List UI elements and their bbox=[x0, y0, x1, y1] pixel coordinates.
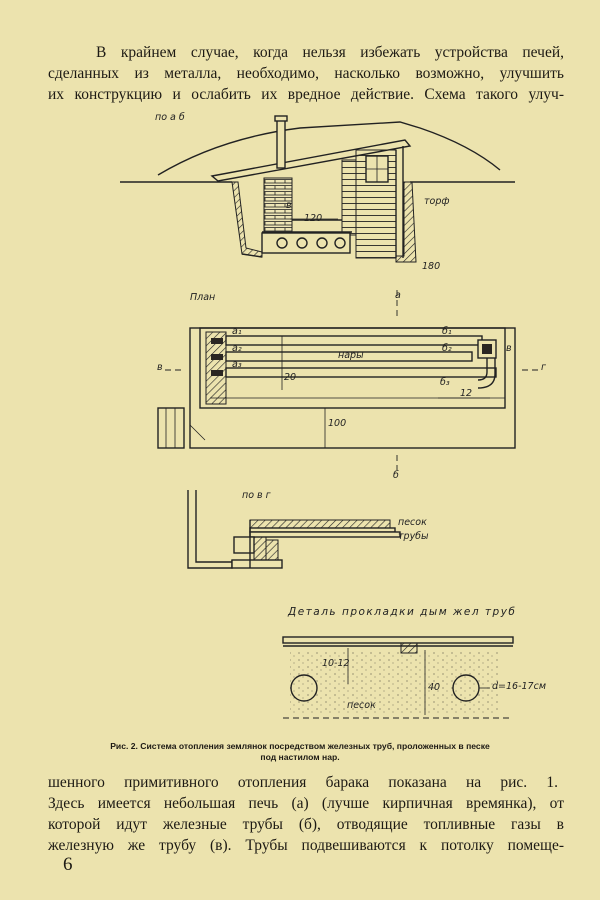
pipe-detail bbox=[282, 636, 514, 719]
pipe-label-b2: б₂ bbox=[442, 343, 452, 354]
paragraph-top: В крайнем случае, когда нельзя избежать … bbox=[48, 42, 564, 105]
section-ab-label: по а б bbox=[155, 112, 185, 123]
page-number: 6 bbox=[63, 854, 73, 875]
caption-line: Рис. 2. Система отопления землянок посре… bbox=[110, 741, 490, 751]
label-pesok-detail: песок bbox=[347, 700, 376, 711]
plan-view bbox=[157, 290, 538, 470]
paragraph-bottom: шенного примитивного отопления барака по… bbox=[48, 772, 564, 856]
label-12: 12 bbox=[460, 388, 473, 399]
label-pesok: песок bbox=[398, 517, 427, 528]
label-torf: торф bbox=[424, 196, 450, 207]
text-line: сделанных из металла, необходимо, наскол… bbox=[48, 65, 564, 82]
section-vg-label: по в г bbox=[242, 490, 271, 501]
label-10-12: 10-12 bbox=[322, 658, 350, 669]
label-v-box: в bbox=[506, 343, 512, 354]
detail-title: Деталь прокладки дым жел труб bbox=[288, 606, 517, 618]
label-g-right: г bbox=[541, 362, 546, 373]
section-vg bbox=[187, 490, 401, 569]
label-120: 120 bbox=[304, 213, 323, 224]
label-diameter: d=16-17см bbox=[492, 681, 546, 692]
label-20: 20 bbox=[284, 372, 297, 383]
pipe-label-a1: а₁ bbox=[232, 326, 242, 337]
text-line: шенного примитивного отопления барака по… bbox=[48, 774, 558, 791]
text-line: которой идут железные трубы (б), отводящ… bbox=[48, 816, 564, 833]
text-line: железную же трубу (в). Трубы подвешивают… bbox=[48, 837, 564, 854]
label-v: в bbox=[286, 200, 292, 211]
figure-caption: Рис. 2. Система отопления землянок посре… bbox=[80, 741, 520, 763]
label-truby: трубы bbox=[398, 531, 429, 542]
text-line: их конструкцию и ослабить их вредное дей… bbox=[48, 86, 564, 103]
label-40: 40 bbox=[428, 682, 441, 693]
label-b-bottom: б bbox=[393, 470, 399, 481]
pipe-label-a2: а₂ bbox=[232, 343, 242, 354]
pipe-label-b1: б₁ bbox=[442, 326, 452, 337]
label-nary: нары bbox=[338, 350, 364, 361]
label-100: 100 bbox=[328, 418, 347, 429]
label-180: 180 bbox=[422, 261, 441, 272]
label-a-top: а bbox=[395, 290, 401, 301]
text-line: Здесь имеется небольшая печь (а) (лучше … bbox=[48, 795, 564, 812]
pipe-label-b3: б₃ bbox=[440, 377, 450, 388]
dugout-section bbox=[120, 115, 515, 263]
caption-line: под настилом нар. bbox=[260, 752, 340, 762]
pipe-label-a3: а₃ bbox=[232, 359, 242, 370]
text-line: В крайнем случае, когда нельзя избежать … bbox=[96, 44, 564, 61]
label-v-left: в bbox=[157, 362, 163, 373]
plan-label: План bbox=[190, 292, 216, 303]
